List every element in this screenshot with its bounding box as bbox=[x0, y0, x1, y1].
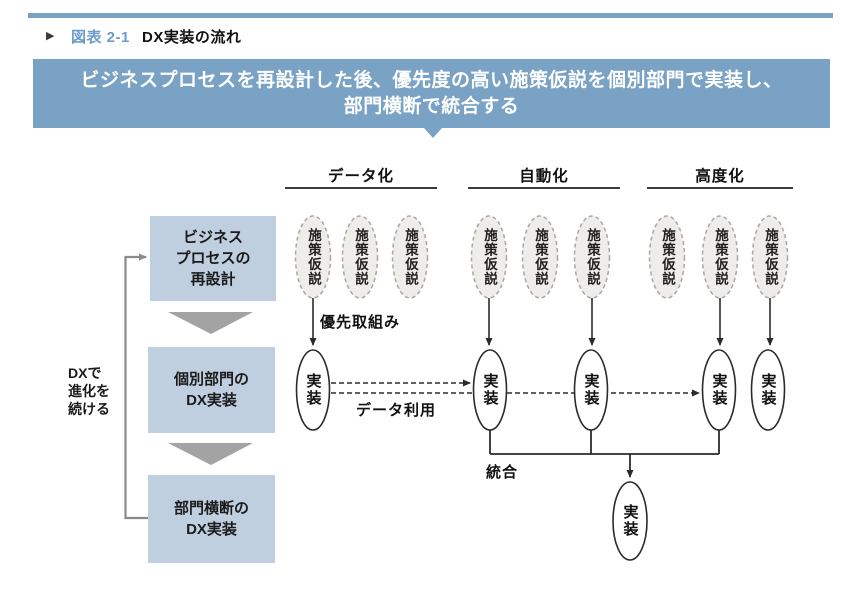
hypothesis-ellipse bbox=[751, 215, 789, 299]
hypothesis-ellipse bbox=[341, 215, 379, 299]
hypothesis-ellipse bbox=[648, 215, 686, 299]
box-department-dx: 個別部門の DX実装 bbox=[148, 347, 275, 433]
box-cross-department-dx: 部門横断の DX実装 bbox=[148, 475, 275, 563]
top-rule bbox=[28, 13, 833, 18]
figure-title: DX実装の流れ bbox=[142, 29, 242, 46]
implementation-ellipse bbox=[295, 349, 331, 431]
hypothesis-ellipse bbox=[573, 215, 611, 299]
banner-line-1: ビジネスプロセスを再設計した後、優先度の高い施策仮説を個別部門で実装し、 bbox=[80, 69, 783, 91]
annotation-data-use: データ利用 bbox=[356, 402, 437, 419]
flow-triangle-1 bbox=[168, 312, 253, 334]
implementation-ellipse bbox=[701, 349, 737, 431]
implementation-label: 実装 bbox=[304, 373, 322, 407]
column-header-automation: 自動化 bbox=[519, 168, 569, 185]
column-header-dataization: データ化 bbox=[327, 168, 394, 185]
implementation-ellipse bbox=[573, 349, 609, 431]
hypothesis-label: 施策仮説 bbox=[482, 228, 497, 286]
caret-icon: ▶ bbox=[46, 30, 55, 42]
hypothesis-label: 施策仮説 bbox=[353, 228, 368, 286]
hypothesis-ellipse bbox=[701, 215, 739, 299]
implementation-ellipse bbox=[472, 349, 508, 431]
figure-label: 図表 2-1 bbox=[71, 29, 130, 46]
hypothesis-label: 施策仮説 bbox=[585, 228, 600, 286]
hypothesis-label: 施策仮説 bbox=[403, 228, 418, 286]
hypothesis-ellipse bbox=[391, 215, 429, 299]
implementation-label: 実装 bbox=[710, 373, 728, 407]
implementation-ellipse-integrated bbox=[612, 481, 648, 561]
hypothesis-ellipse bbox=[521, 215, 559, 299]
loop-arrow bbox=[124, 253, 148, 520]
implementation-label: 実装 bbox=[481, 373, 499, 407]
hypothesis-ellipse bbox=[294, 215, 332, 299]
annotation-priority: 優先取組み bbox=[320, 314, 401, 331]
banner-line-2: 部門横断で統合する bbox=[343, 95, 520, 117]
hypothesis-label: 施策仮説 bbox=[763, 228, 778, 286]
implementation-label: 実装 bbox=[582, 373, 600, 407]
column-header-advancement: 高度化 bbox=[695, 168, 745, 185]
banner-tail bbox=[424, 128, 442, 138]
summary-banner: ビジネスプロセスを再設計した後、優先度の高い施策仮説を個別部門で実装し、 部門横… bbox=[33, 59, 830, 128]
box-business-process-redesign: ビジネス プロセスの 再設計 bbox=[150, 216, 276, 301]
implementation-ellipse bbox=[750, 349, 786, 431]
hypothesis-label: 施策仮説 bbox=[713, 228, 728, 286]
loop-label: DXで 進化を 続ける bbox=[68, 365, 110, 417]
annotation-integration: 統合 bbox=[486, 464, 519, 481]
hypothesis-ellipse bbox=[470, 215, 508, 299]
flow-triangle-2 bbox=[168, 443, 253, 465]
hypothesis-label: 施策仮説 bbox=[660, 228, 675, 286]
implementation-label-integrated: 実装 bbox=[621, 504, 639, 538]
hypothesis-label: 施策仮説 bbox=[533, 228, 548, 286]
implementation-label: 実装 bbox=[759, 373, 777, 407]
hypothesis-label: 施策仮説 bbox=[306, 228, 321, 286]
